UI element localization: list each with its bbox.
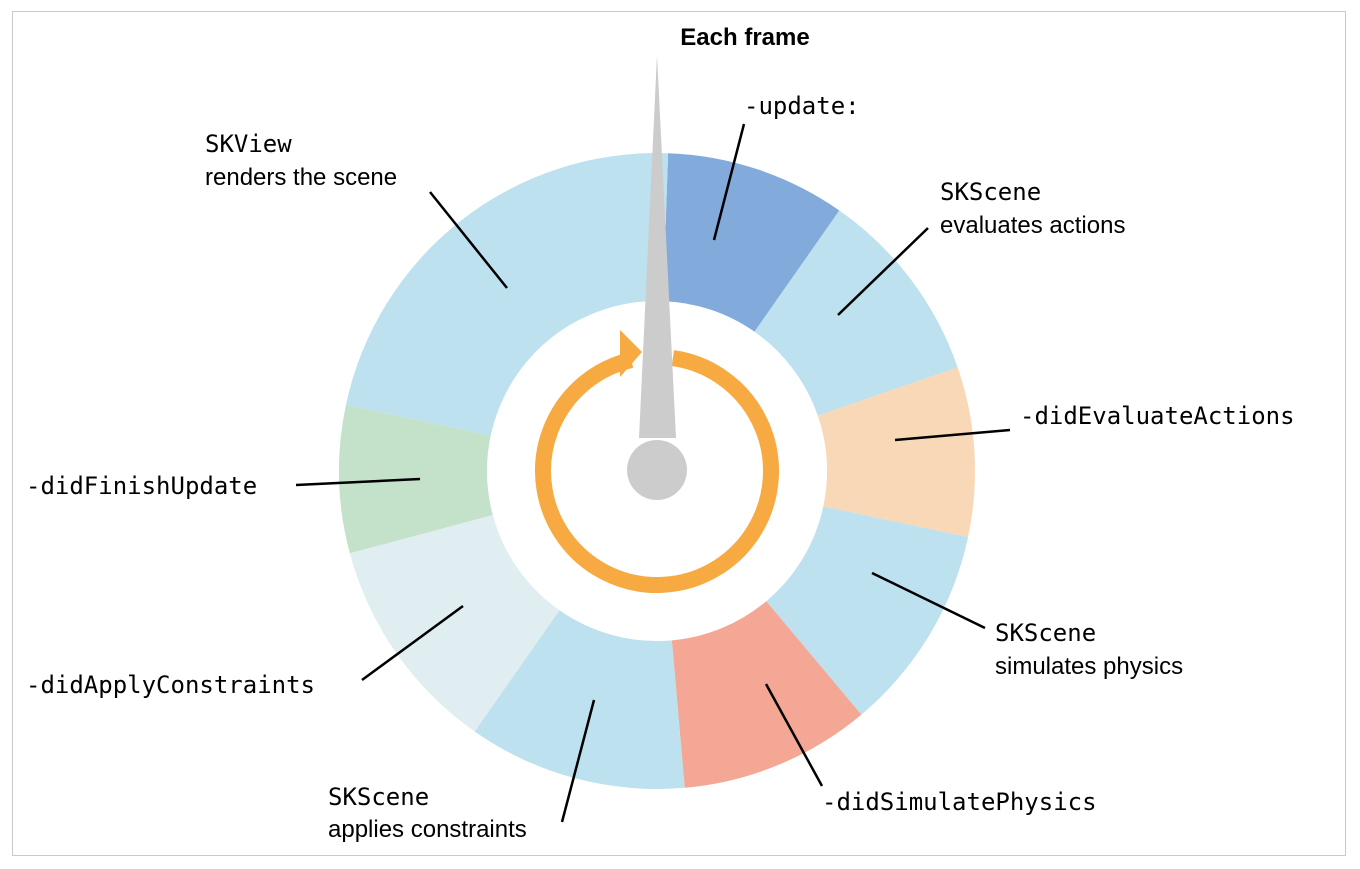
label-did-finish-update: -didFinishUpdate [26,472,257,500]
leader-renders-scene [429,191,508,289]
label-evaluates-actions-class: SKScene [940,178,1041,206]
segment-applies-constraints [474,610,685,789]
hand-needle [639,55,676,438]
leader-evaluates-actions [837,227,929,316]
loop-arc [535,350,779,593]
label-evaluates-actions-text: evaluates actions [940,212,1125,239]
label-renders-scene-class: SKView [205,130,292,158]
loop-arrowhead [620,330,642,377]
segment-did-simulate-physics [671,601,862,788]
label-applies-constraints-class: SKScene [328,783,429,811]
segment-simulates-physics [766,506,969,715]
label-applies-constraints-text: applies constraints [328,816,527,843]
hand-hub [627,440,687,500]
leader-update [712,123,746,241]
segment-update [662,153,840,332]
label-renders-scene-text: renders the scene [205,164,397,191]
segment-evaluates-actions [754,210,958,416]
label-simulates-physics-text: simulates physics [995,653,1183,680]
diagram-title: Each frame [680,24,809,51]
label-simulates-physics-class: SKScene [995,619,1096,647]
segment-did-evaluate-actions [817,367,975,538]
leader-simulates-physics [871,571,986,630]
segment-did-apply-constraints [349,514,560,732]
leader-did-apply-constraints [361,604,464,682]
leader-did-simulate-physics [764,683,824,787]
loop-arrow [535,330,779,593]
label-did-evaluate-actions: -didEvaluateActions [1020,402,1295,430]
label-did-apply-constraints: -didApplyConstraints [26,671,315,699]
leader-applies-constraints [560,699,596,823]
label-update: -update: [744,92,860,120]
leader-did-finish-update [295,477,421,487]
segment-renders-scene [345,152,669,436]
label-did-simulate-physics: -didSimulatePhysics [822,788,1097,816]
leader-lines [295,123,1011,823]
frame-hand [627,55,687,500]
leader-did-evaluate-actions [894,428,1011,442]
